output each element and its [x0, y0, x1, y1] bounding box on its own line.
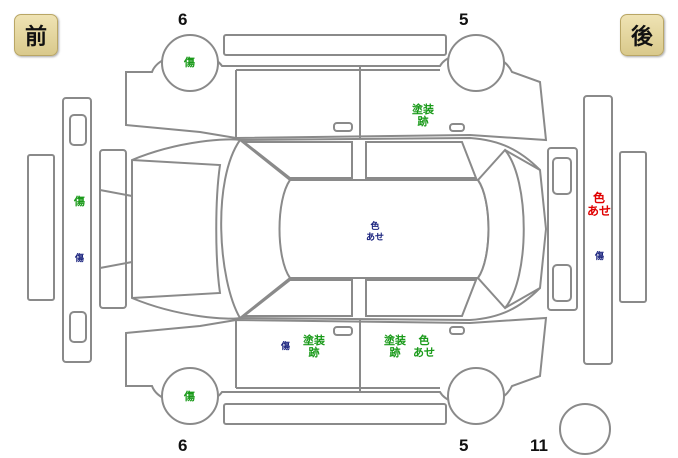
rear-bumper [583, 95, 613, 365]
rear-lamp-lower [552, 264, 572, 302]
label-top-left-wheel: 傷 [184, 56, 195, 69]
wheel-front-bottom [161, 367, 219, 425]
count-top-right: 5 [459, 10, 469, 29]
label-bottom-front-door-scratch: 傷 [281, 342, 291, 352]
bottom-side-skirt [223, 403, 447, 425]
count-bottom-left: 6 [178, 436, 188, 455]
rear-window [476, 148, 525, 310]
label-front-bumper-lower: 傷 [75, 254, 85, 264]
wheel-front-left-top [161, 34, 219, 92]
wheel-rear-bottom [447, 367, 505, 425]
top-side-skirt [223, 34, 447, 56]
front-bumper [62, 97, 92, 363]
label-roof: 色 あせ [366, 222, 385, 243]
count-bottom-right: 5 [459, 436, 469, 455]
bottom-door-handle-rear [449, 326, 465, 335]
label-bottom-rear-door-paint: 塗装 跡 [384, 334, 406, 359]
label-bottom-front-door: 塗装 跡 [303, 334, 325, 359]
count-spare: 11 [530, 436, 548, 455]
rear-bumper-outer [619, 151, 647, 303]
rear-lamp-upper [552, 157, 572, 195]
label-rear-bumper-color: 色 あせ [587, 191, 612, 218]
front-headlight-lower [69, 311, 87, 343]
wheel-rear-top [447, 34, 505, 92]
top-front-window [241, 141, 353, 179]
label-bottom-left-wheel: 傷 [184, 390, 195, 403]
rear-badge: 後 [620, 14, 664, 56]
front-headlight-upper [69, 114, 87, 146]
top-door-handle [333, 122, 353, 132]
spare-tire [559, 403, 611, 455]
front-bumper-outer [27, 154, 55, 301]
hood [131, 159, 222, 299]
label-top-rear-door: 塗装 跡 [412, 103, 434, 128]
trunk [504, 149, 541, 309]
bottom-door-handle [333, 326, 353, 336]
label-rear-bumper-lower: 傷 [595, 252, 605, 262]
label-front-bumper-upper: 傷 [74, 195, 85, 208]
top-rear-window [365, 141, 478, 179]
front-grille [99, 149, 127, 309]
top-door-handle-rear [449, 123, 465, 132]
count-top-left: 6 [178, 10, 188, 29]
bottom-rear-window [365, 279, 478, 317]
front-badge: 前 [14, 14, 58, 56]
bottom-front-window [241, 279, 353, 317]
label-bottom-rear-door-color: 色 あせ [413, 334, 435, 359]
